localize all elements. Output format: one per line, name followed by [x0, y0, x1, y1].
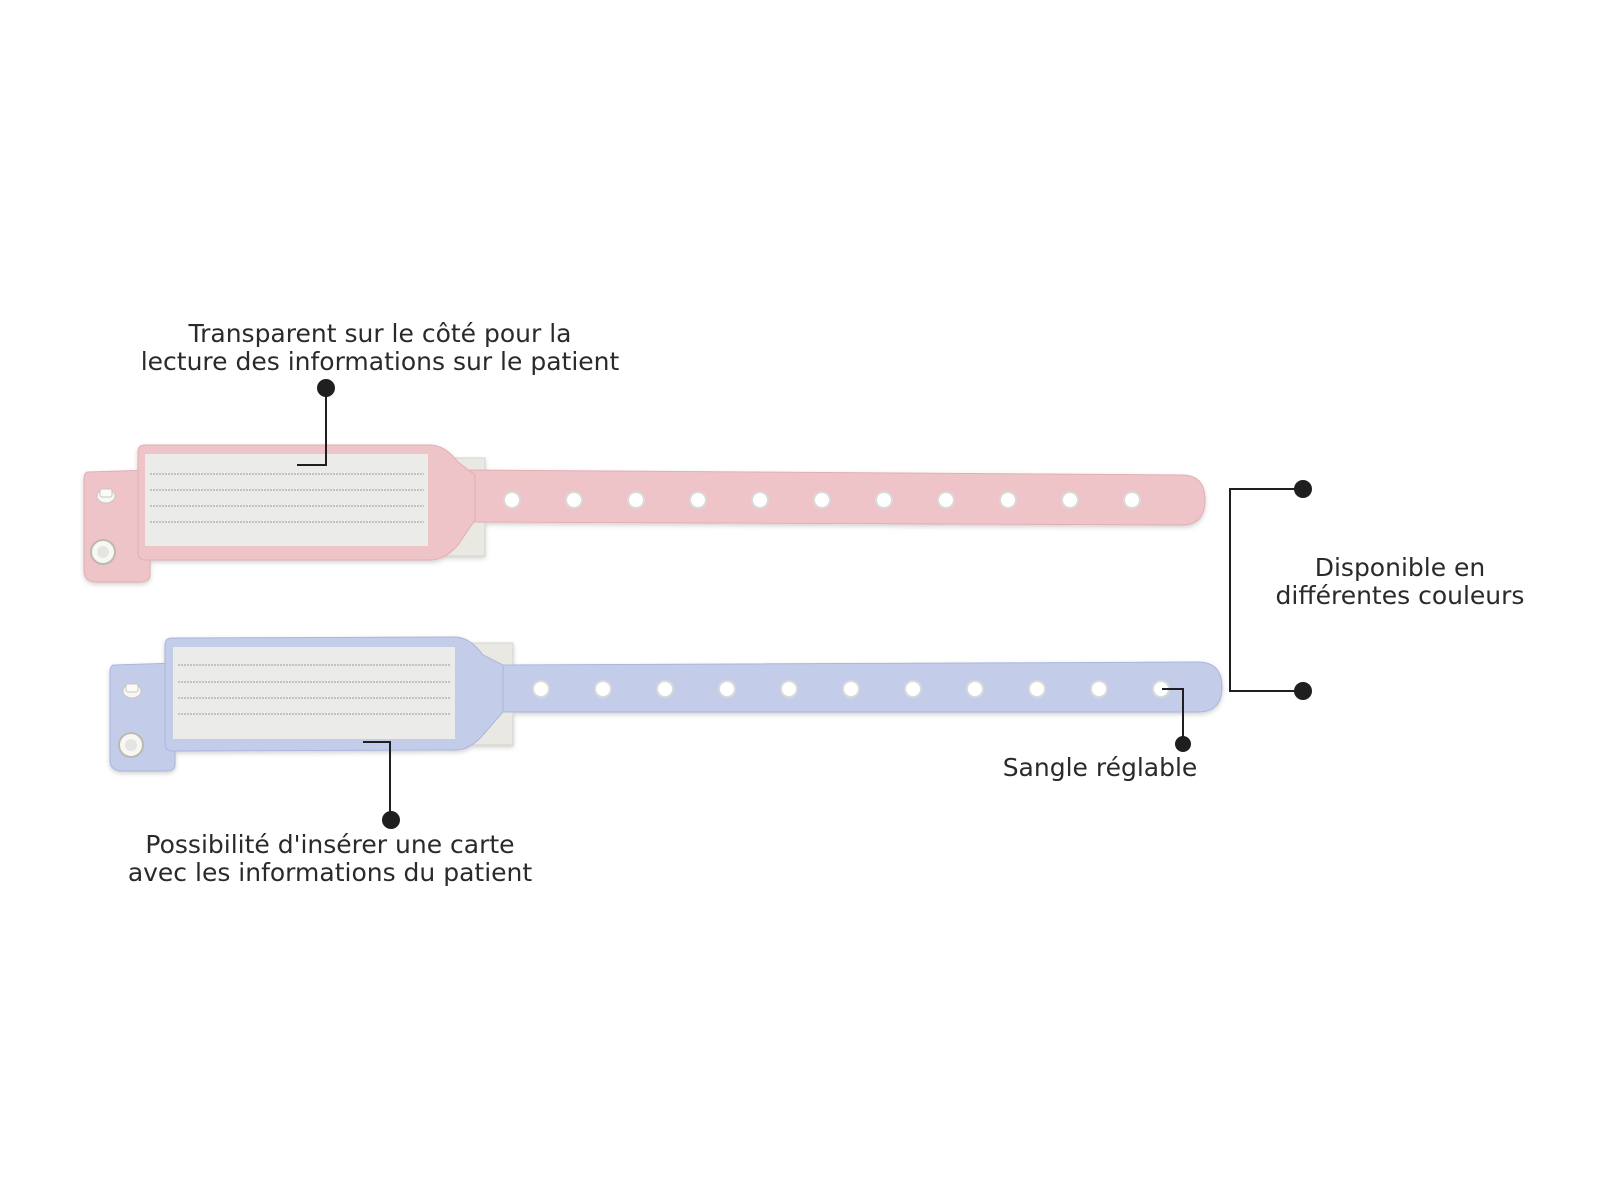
- strap-hole: [966, 680, 984, 698]
- annotation-line: Disponible en: [1314, 553, 1486, 582]
- blue-bracelet: [109, 636, 1223, 772]
- pink-clasp-post: [99, 488, 113, 498]
- strap-hole: [718, 680, 736, 698]
- leader-card: [363, 741, 391, 820]
- leader-dot-transparent: [317, 379, 335, 397]
- leader-colors-bracket: [1229, 488, 1303, 692]
- strap-hole: [656, 680, 674, 698]
- leader-transparent: [297, 388, 327, 466]
- strap-hole: [937, 491, 955, 509]
- strap-hole: [689, 491, 707, 509]
- annotation-transparent-side: Transparent sur le côté pour la lecture …: [100, 320, 660, 376]
- strap-hole: [813, 491, 831, 509]
- blue-strap-holes: [532, 680, 1170, 698]
- strap-hole: [904, 680, 922, 698]
- annotation-line: avec les informations du patient: [127, 858, 533, 887]
- strap-hole: [565, 491, 583, 509]
- strap-hole: [875, 491, 893, 509]
- strap-hole: [780, 680, 798, 698]
- leader-dot-card: [382, 811, 400, 829]
- leader-dot-colors-top: [1294, 480, 1312, 498]
- strap-hole: [842, 680, 860, 698]
- blue-info-card: [173, 647, 455, 739]
- blue-clasp-grommet-hole: [125, 739, 137, 751]
- annotation-line: Transparent sur le côté pour la: [188, 319, 572, 348]
- strap-hole: [532, 680, 550, 698]
- strap-hole: [503, 491, 521, 509]
- blue-strap: [499, 661, 1223, 713]
- annotation-line: différentes couleurs: [1275, 581, 1525, 610]
- strap-hole: [1061, 491, 1079, 509]
- annotation-insert-card: Possibilité d'insérer une carte avec les…: [90, 831, 570, 887]
- annotation-line: Possibilité d'insérer une carte: [145, 830, 515, 859]
- strap-hole: [999, 491, 1017, 509]
- pink-strap: [464, 469, 1206, 526]
- leader-dot-strap: [1175, 736, 1191, 752]
- leader-strap: [1162, 688, 1184, 744]
- annotation-line: lecture des informations sur le patient: [140, 347, 620, 376]
- annotation-strap: Sangle réglable: [985, 754, 1215, 782]
- strap-hole: [594, 680, 612, 698]
- leader-dot-colors-bottom: [1294, 682, 1312, 700]
- strap-hole: [751, 491, 769, 509]
- pink-bracelet: [83, 444, 1206, 583]
- strap-hole: [1090, 680, 1108, 698]
- annotation-line: Sangle réglable: [1002, 753, 1198, 782]
- pink-info-card: [145, 454, 428, 546]
- strap-hole: [1123, 491, 1141, 509]
- strap-hole: [627, 491, 645, 509]
- strap-hole: [1028, 680, 1046, 698]
- pink-clasp-grommet-hole: [97, 546, 109, 558]
- annotation-colors: Disponible en différentes couleurs: [1240, 554, 1560, 610]
- pink-strap-holes: [503, 491, 1141, 509]
- blue-clasp-post: [125, 683, 139, 693]
